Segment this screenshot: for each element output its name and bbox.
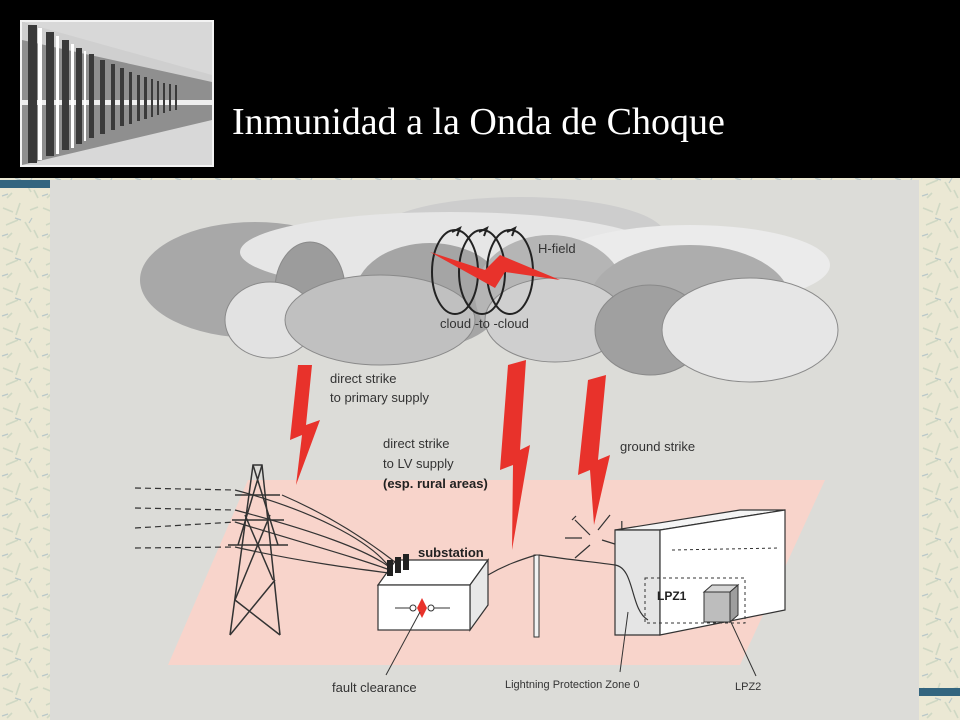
direct-strike-primary-label-1: direct strike	[330, 371, 396, 386]
ground-strike-lightning	[578, 375, 610, 525]
transmission-tower	[228, 464, 288, 636]
direct-strike-lv-label-3: (esp. rural areas)	[383, 476, 488, 491]
cloud-to-cloud-lightning	[430, 252, 560, 288]
h-field-label: H-field	[538, 241, 576, 256]
fault-clearance-label: fault clearance	[332, 680, 417, 695]
header-thumbnail-image	[20, 20, 214, 167]
lpz0-label: Lightning Protection Zone 0	[505, 679, 640, 691]
ig-label: I	[620, 518, 624, 533]
accent-bar-right	[919, 688, 960, 696]
direct-strike-lv-label-1: direct strike	[383, 436, 449, 451]
lightning-surge-diagram: H-field cloud -to -cloud direct strike t…	[134, 197, 839, 695]
direct-strike-lv-label-2: to LV supply	[383, 456, 454, 471]
lpz1-label: LPZ1	[657, 589, 687, 603]
substation	[376, 554, 490, 632]
lv-supply-lightning	[500, 360, 530, 550]
direct-strike-primary-label-2: to primary supply	[330, 390, 429, 405]
accent-bar-left	[0, 180, 50, 188]
cloud-to-cloud-label: cloud -to -cloud	[440, 316, 529, 331]
slide-title: Inmunidad a la Onda de Choque	[232, 101, 725, 143]
lightning-surge-diagram-panel: H-field cloud -to -cloud direct strike t…	[50, 180, 919, 720]
lpz2-label: LPZ2	[735, 681, 761, 693]
ground-strike-label: ground strike	[620, 439, 695, 454]
slide-header: Inmunidad a la Onda de Choque	[0, 0, 960, 178]
leader-lines	[385, 611, 757, 677]
service-pole	[487, 554, 616, 638]
protected-building	[614, 509, 786, 636]
primary-supply-lightning	[290, 365, 320, 485]
substation-label: substation	[418, 545, 484, 560]
storm-cloud	[140, 197, 839, 383]
overhead-lines	[134, 487, 401, 575]
